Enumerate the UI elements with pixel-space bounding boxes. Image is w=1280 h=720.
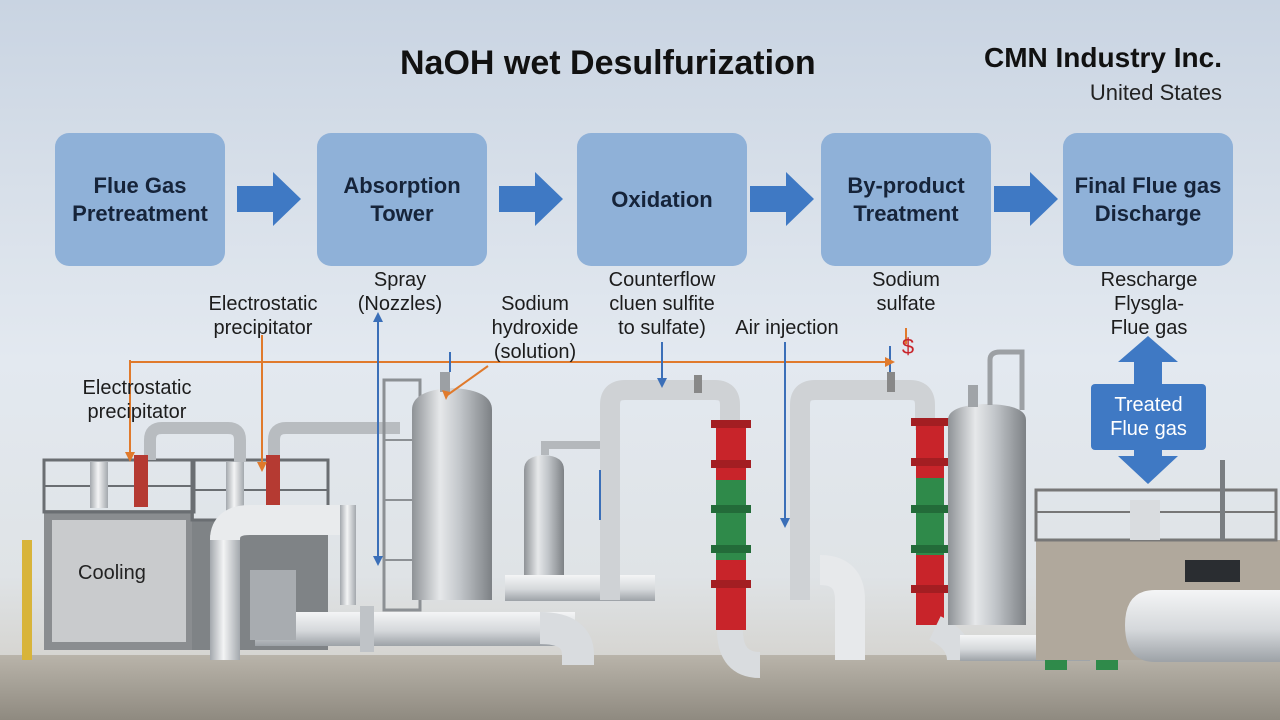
label-cooling: Cooling [78,562,146,584]
dollar-mark: $ [901,334,915,359]
flow-arrow-icon [237,172,301,226]
flow-arrow-icon [499,172,563,226]
label-counterflow: Counterflow cluen sulfite to sulfate) [608,269,716,339]
company-name: CMN Industry Inc. [983,42,1222,73]
leader-arrowheads-orange [125,357,895,472]
treated-flue-gas-box: Treated Flue gas [1091,384,1206,450]
flow-arrow-icon [994,172,1058,226]
leader-sodium-hydroxide [445,365,489,397]
treated-flow-double-arrow [1118,336,1178,484]
flow-arrow-icon [750,172,814,226]
white-pipe-network [210,505,594,665]
label-sodium-hydroxide: Sodium hydroxide (solution) [491,293,579,363]
label-electrostatic-precipitator-lower: Electrostatic precipitator [82,377,192,423]
page-title: NaOH wet Desulfurization [400,44,816,82]
step-flue-gas-pretreatment: Flue Gas Pretreatment [55,133,225,266]
step-byproduct-treatment: By-product Treatment [821,133,991,266]
company-country: United States [1089,80,1222,105]
label-electrostatic-precipitator-upper: Electrostatic precipitator [208,293,318,339]
label-air-injection: Air injection [735,317,839,339]
step-absorption-tower: Absorption Tower [317,133,487,266]
leader-lines [129,318,907,560]
oxidation-pipe [600,375,761,678]
oxidation-tank [505,441,655,601]
absorption-tower [382,372,492,612]
byproduct-pipe [790,372,1118,670]
ground [0,655,1280,720]
step-oxidation: Oxidation [577,133,747,266]
step-final-flue-gas-discharge: Final Flue gas Discharge [1063,133,1233,266]
leader-arrowheads [373,312,790,566]
cooling-unit [22,422,400,660]
byproduct-tank [948,349,1026,625]
label-sodium-sulfate: Sodium sulfate [872,269,940,315]
discharge-building [1034,460,1280,662]
label-spray-nozzles: Spray (Nozzles) [357,269,443,315]
label-rescharge: Rescharge Flysgla- Flue gas [1100,269,1198,339]
